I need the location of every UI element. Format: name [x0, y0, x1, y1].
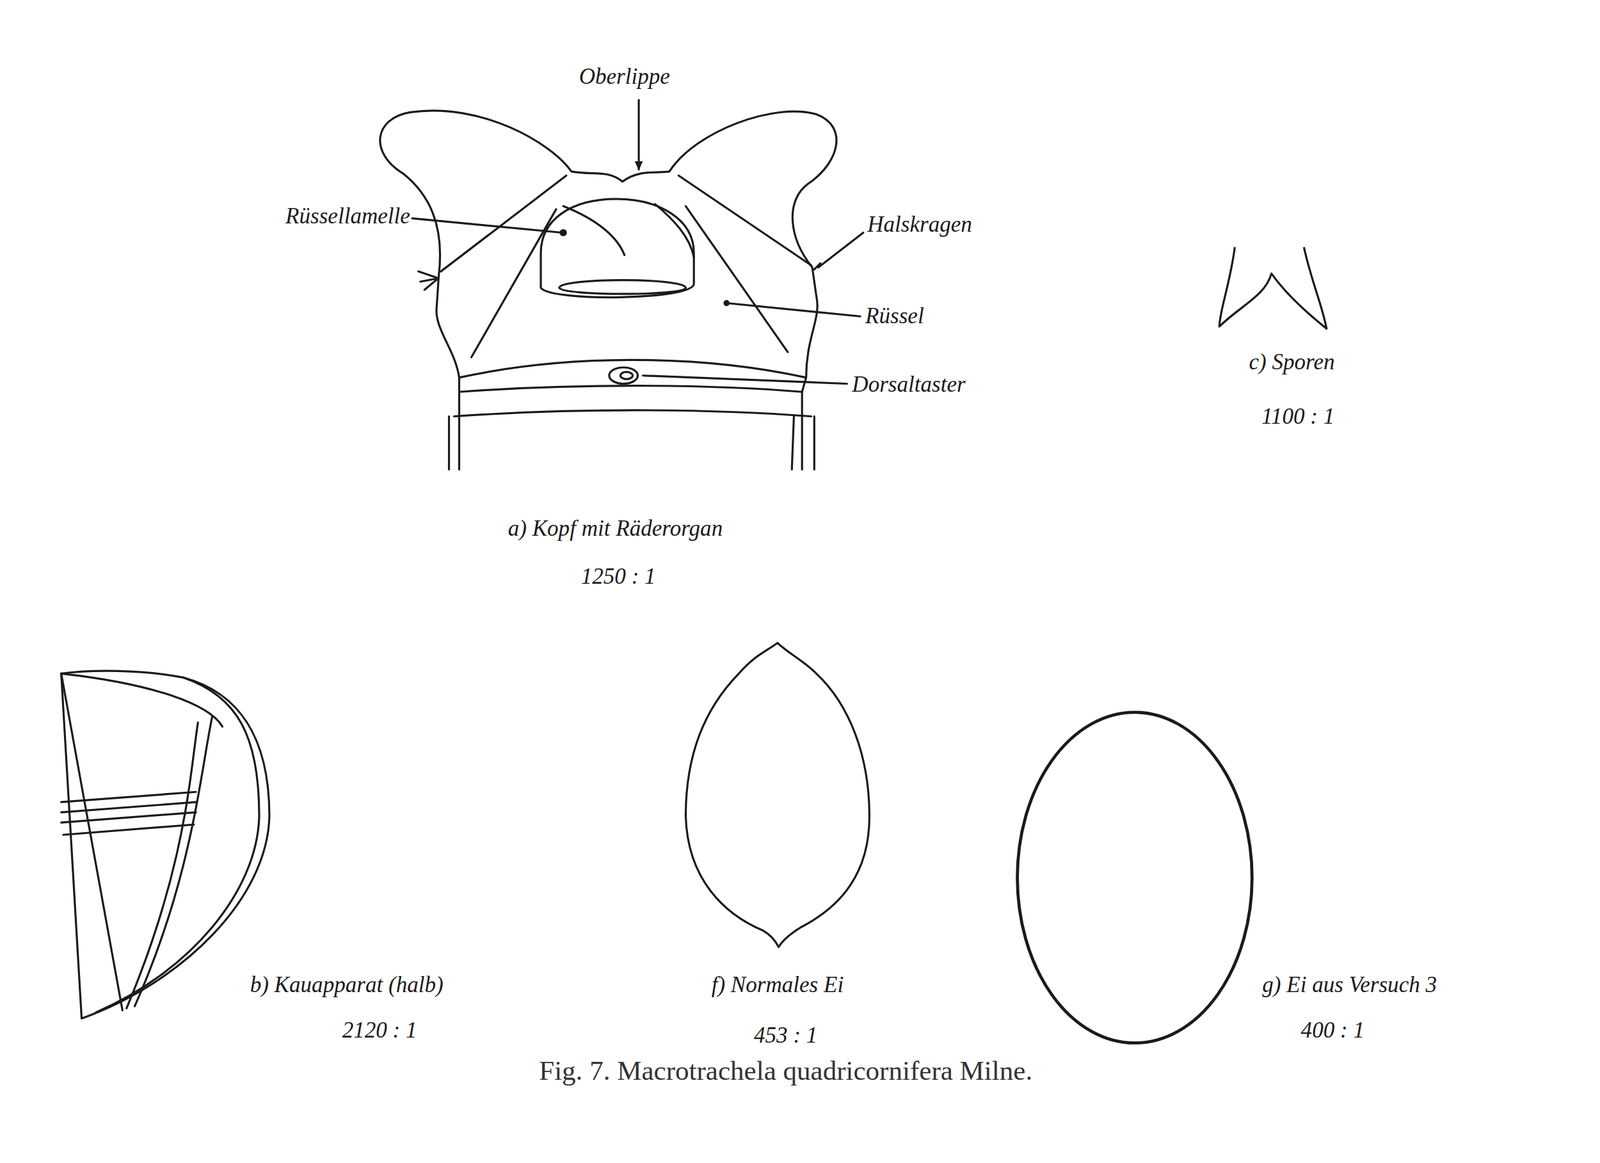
scale-label: 400 : 1: [1301, 1018, 1365, 1044]
part-label: b) Kauapparat (halb): [250, 972, 444, 998]
part-label: Rüssellamelle: [285, 204, 411, 230]
spore-drawing: [1219, 247, 1327, 329]
scale-label: 1100 : 1: [1261, 403, 1335, 429]
mastax-drawing: [61, 670, 270, 1019]
part-label: Rüssel: [865, 304, 925, 329]
part-label: g) Ei aus Versuch 3: [1262, 972, 1437, 998]
scale-label: 453 : 1: [753, 1023, 818, 1049]
head-drawing: [380, 99, 864, 470]
part-label: c) Sporen: [1248, 350, 1335, 376]
normal-egg: [685, 642, 870, 947]
experiment-egg: [1017, 712, 1253, 1044]
part-label: a) Kopf mit Räderorgan: [508, 516, 723, 542]
scale-label: 2120 : 1: [342, 1018, 418, 1044]
part-label: Halskragen: [867, 211, 973, 237]
part-label: f) Normales Ei: [711, 972, 845, 998]
scale-label: 1250 : 1: [581, 564, 656, 590]
figure-caption: Fig. 7. Macrotrachela quadricornifera Mi…: [538, 1056, 1033, 1087]
part-label: Dorsaltaster: [851, 372, 966, 398]
part-label: Oberlippe: [579, 64, 671, 89]
